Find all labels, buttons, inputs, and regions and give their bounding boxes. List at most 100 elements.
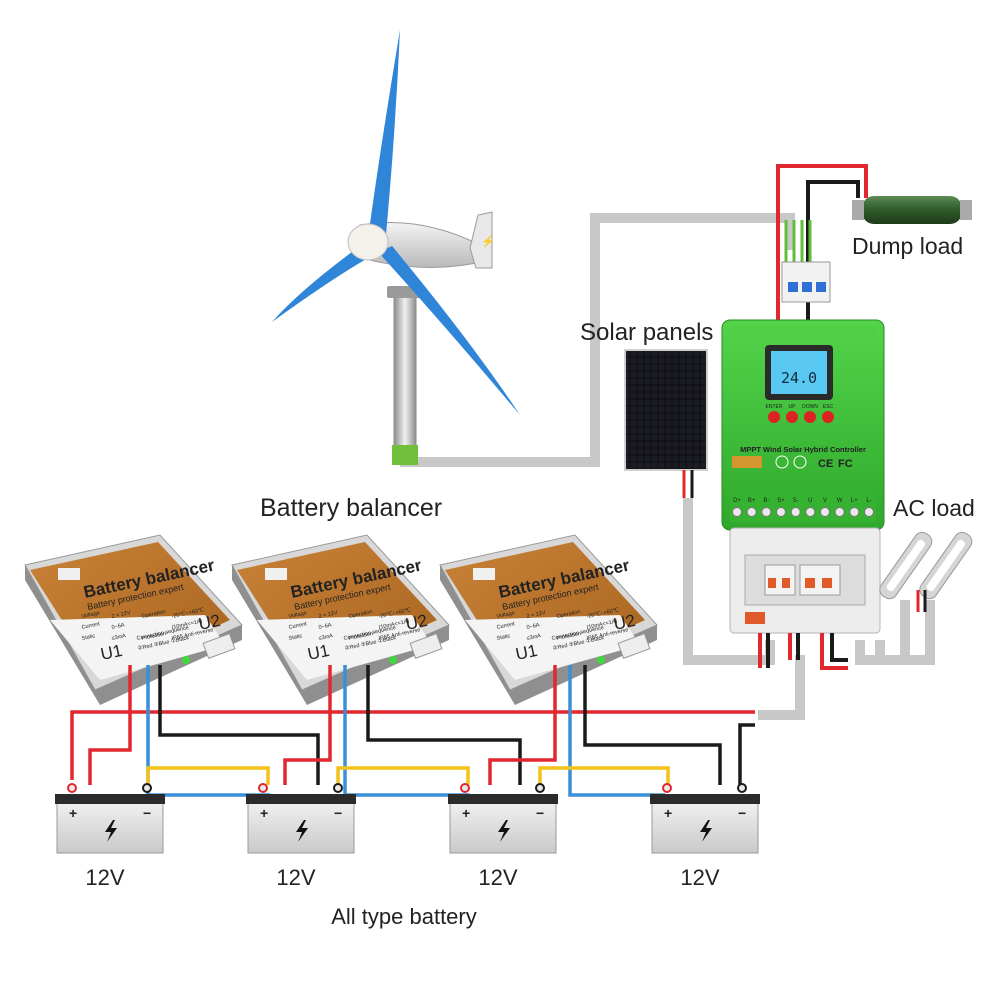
batteries: +−12V+−12V+−12V+−12V <box>55 783 760 890</box>
spec-cell: Current <box>81 621 101 631</box>
brand-logo <box>265 568 287 580</box>
turbine-green-wires <box>784 220 812 265</box>
positive-terminal <box>662 783 672 793</box>
controller-title: MPPT Wind Solar Hybrid Controller <box>740 445 866 454</box>
spec-cell: Protection <box>556 631 581 642</box>
spec-cell: Current <box>496 621 516 631</box>
terminal-label: U <box>808 498 812 504</box>
dump-load-label: Dump load <box>852 233 963 259</box>
bolt-icon <box>700 820 712 842</box>
negative-terminal <box>333 783 343 793</box>
ac-load-lamps <box>879 531 973 612</box>
negative-terminal <box>737 783 747 793</box>
lcd-screen <box>771 351 827 394</box>
spec-cell: 0~6A <box>526 622 540 631</box>
battery: + − 12V <box>650 783 760 890</box>
dump-load-resistor <box>852 196 972 224</box>
down-button[interactable] <box>804 411 816 423</box>
esc-button[interactable] <box>822 411 834 423</box>
terminal-label: L+ <box>851 498 858 504</box>
esc-button-label: ESC <box>823 404 834 410</box>
minus-sign: − <box>738 805 746 821</box>
balancer-connector <box>617 633 651 659</box>
lcd-value: 24.0 <box>781 369 817 387</box>
terminal-screw <box>790 507 801 517</box>
terminal-label: B- <box>763 498 769 504</box>
turbine-blade <box>368 30 400 245</box>
spec-cell: Voltage <box>288 610 307 620</box>
spec-cell: 0~6A <box>111 622 125 631</box>
bolt-icon <box>498 820 510 842</box>
terminal-screw <box>864 507 874 517</box>
battery-voltage: 12V <box>478 865 517 890</box>
battery-wiring <box>70 665 755 797</box>
terminal-screw <box>761 507 772 517</box>
spec-cell: Protection <box>348 631 373 642</box>
controller-buttons: ENTER UP DOWN ESC <box>766 404 834 423</box>
circle-icon <box>775 455 789 469</box>
battery: +−12V <box>55 783 165 890</box>
distribution-box <box>729 527 881 634</box>
brand-logo <box>58 568 80 580</box>
battery-voltage: 12V <box>680 865 719 890</box>
bolt-icon <box>105 820 117 842</box>
u1-label: U1 <box>514 641 539 664</box>
status-led <box>597 656 605 664</box>
spec-cell: Voltage <box>496 610 515 620</box>
spec-cell: ≤3mA <box>111 633 127 642</box>
brand-logo <box>473 568 495 580</box>
positive-terminal <box>460 783 470 793</box>
plus-sign: + <box>69 805 77 821</box>
u2-label: U2 <box>404 611 429 634</box>
spec-cell: Static <box>288 633 303 642</box>
negative-terminal <box>535 783 545 793</box>
plus-sign: + <box>462 805 470 821</box>
spec-cell: Operation <box>348 609 373 620</box>
ce-mark: CE <box>818 458 833 470</box>
spec-cell: ≤3mA <box>526 633 542 642</box>
battery: + − 12V <box>246 783 356 890</box>
battery-voltage: 12V <box>276 865 315 890</box>
terminal-label: W <box>837 498 843 504</box>
terminal-label: D+ <box>733 498 741 504</box>
balancer-connector <box>409 633 443 659</box>
positive-terminal <box>258 783 268 793</box>
plus-sign: + <box>260 805 268 821</box>
enter-button[interactable] <box>768 411 780 423</box>
u1-label: U1 <box>99 641 124 664</box>
battery-voltage: 12V <box>85 865 124 890</box>
status-led <box>182 656 190 664</box>
minus-sign: − <box>334 805 342 821</box>
spec-cell: 2 × 12V <box>318 610 338 620</box>
plus-sign: + <box>664 805 672 821</box>
spec-cell: 2 × 12V <box>526 610 546 620</box>
spec-cell: Operation <box>556 609 581 620</box>
status-led <box>389 656 397 664</box>
controller-output-wires <box>758 633 848 670</box>
dump-load-wires <box>776 164 868 320</box>
up-button[interactable] <box>786 411 798 423</box>
u2-label: U2 <box>612 611 637 634</box>
turbine-blade <box>272 246 368 322</box>
spec-cell: ≤3mA <box>318 633 334 642</box>
solar-panels-label: Solar panels <box>580 319 713 346</box>
terminal-screw <box>776 507 786 517</box>
turbine-breaker <box>781 261 831 303</box>
terminal-screw <box>834 507 845 517</box>
positive-terminal <box>67 783 77 793</box>
smile-icon <box>793 455 807 469</box>
u1-label: U1 <box>306 641 331 664</box>
bolt-icon: ⚡ <box>481 235 495 248</box>
minus-sign: − <box>536 805 544 821</box>
spec-cell: Voltage <box>81 610 100 620</box>
solar-panel <box>624 349 708 498</box>
terminal-screw <box>732 507 742 517</box>
negative-terminal <box>142 783 152 793</box>
terminal-screw <box>849 507 860 517</box>
terminal-label: B+ <box>748 498 756 504</box>
terminal-label: S+ <box>777 498 785 504</box>
spec-cell: 2 × 12V <box>111 610 131 620</box>
